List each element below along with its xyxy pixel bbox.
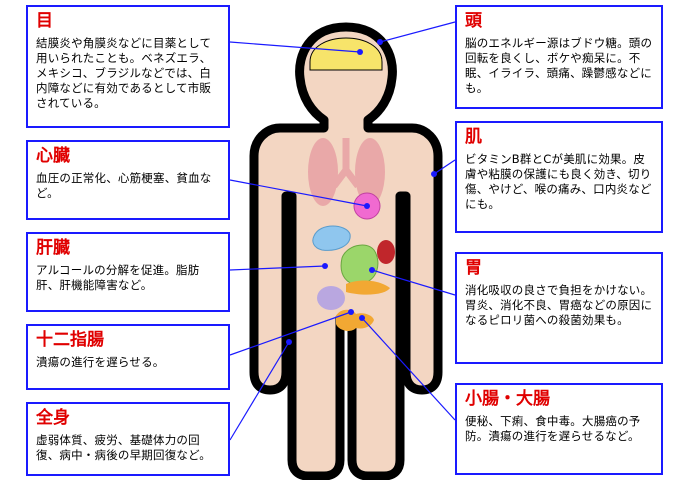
duodenum-label-box: 十二指腸 潰瘍の進行を遅らせる。: [26, 324, 230, 390]
stomach-organ: [340, 244, 379, 285]
liver-label-text: アルコールの分解を促進。脂肪肝、肝機能障害など。: [36, 263, 200, 292]
head-label-title: 頭: [465, 11, 482, 31]
heart-label-box: 心臓 血圧の正常化、心筋梗塞、貧血など。: [26, 140, 230, 220]
skin-label-text: ビタミンB群とCが美肌に効果。皮膚や粘膜の保護にも良く効き、切り傷、やけど、喉の…: [465, 152, 652, 211]
duodenum-label-text: 潰瘍の進行を遅らせる。: [36, 355, 165, 369]
whole-body-label-title: 全身: [36, 408, 70, 428]
intestine-organ: [336, 309, 374, 331]
heart-label-title: 心臓: [36, 146, 70, 166]
intestines-label-text: 便秘、下痢、食中毒。大腸癌の予防。潰瘍の進行を遅らせるなど。: [465, 414, 641, 443]
skin-label-box: 肌 ビタミンB群とCが美肌に効果。皮膚や粘膜の保護にも良く効き、切り傷、やけど、…: [455, 121, 663, 233]
eye-label-text: 結膜炎や角膜炎などに目薬として用いられたことも。ベネズエラ、メキシコ、ブラジルな…: [36, 36, 212, 110]
intestines-label-box: 小腸・大腸 便秘、下痢、食中毒。大腸癌の予防。潰瘍の進行を遅らせるなど。: [455, 383, 663, 475]
spleen-organ: [377, 240, 395, 264]
stomach-label-title: 胃: [465, 258, 482, 278]
whole-body-label-box: 全身 虚弱体質、疲労、基礎体力の回復、病中・病後の早期回復など。: [26, 402, 230, 476]
trachea-organ: [331, 138, 361, 189]
stomach-label-box: 胃 消化吸収の良さで負担をかけない。胃炎、消化不良、胃癌などの原因になるピロリ菌…: [455, 252, 663, 364]
eye-label-title: 目: [36, 11, 53, 31]
head-label-box: 頭 脳のエネルギー源はブドウ糖。頭の回転を良くし、ボケや痴呆に。不眠、イライラ、…: [455, 5, 663, 109]
skin-label-title: 肌: [465, 127, 482, 147]
liver-label-box: 肝臓 アルコールの分解を促進。脂肪肝、肝機能障害など。: [26, 232, 230, 312]
heart-label-text: 血圧の正常化、心筋梗塞、貧血など。: [36, 171, 212, 200]
eye-label-box: 目 結膜炎や角膜炎などに目薬として用いられたことも。ベネズエラ、メキシコ、ブラジ…: [26, 5, 230, 128]
pancreas-organ: [346, 280, 390, 295]
head-label-text: 脳のエネルギー源はブドウ糖。頭の回転を良くし、ボケや痴呆に。不眠、イライラ、頭痛…: [465, 36, 653, 95]
duodenum-label-title: 十二指腸: [36, 330, 104, 350]
intestines-label-title: 小腸・大腸: [465, 389, 550, 409]
gallbladder-organ: [317, 286, 345, 310]
liver-organ: [312, 225, 351, 251]
stomach-label-text: 消化吸収の良さで負担をかけない。胃炎、消化不良、胃癌などの原因になるピロリ菌への…: [465, 283, 653, 327]
whole-body-label-text: 虚弱体質、疲労、基礎体力の回復、病中・病後の早期回復など。: [36, 433, 211, 462]
left-lung-organ: [308, 138, 338, 206]
brain-organ: [309, 37, 383, 71]
right-lung-organ: [355, 138, 385, 206]
liver-label-title: 肝臓: [36, 238, 70, 258]
